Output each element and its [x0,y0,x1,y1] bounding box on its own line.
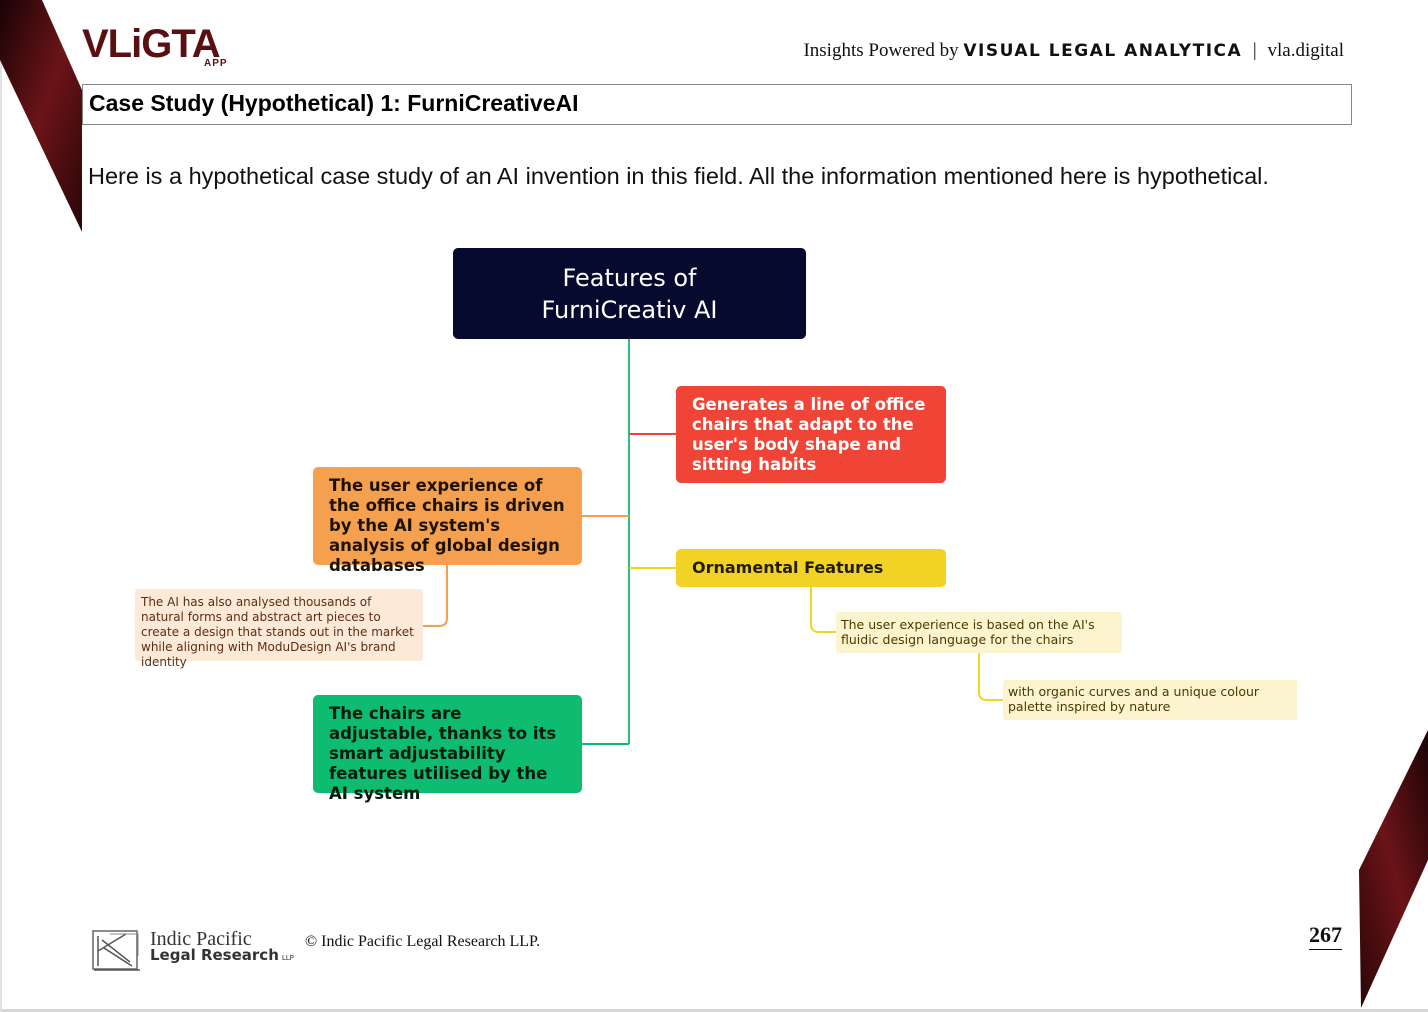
adaptive-chairs-node: Generates a line of office chairs that a… [676,386,946,483]
root-line-2: FurniCreativ AI [541,296,718,324]
user-experience-node: The user experience of the office chairs… [313,467,582,575]
ornamental-features-node: Ornamental Features [676,549,946,587]
intro-text: Here is a hypothetical case study of an … [88,163,1269,189]
section-title: Case Study (Hypothetical) 1: FurniCreati… [89,90,579,116]
logo-subtext: APP [204,58,228,69]
root-line-1: Features of [562,264,697,292]
organic-curves-node: with organic curves and a unique colour … [1003,680,1297,720]
copyright-text: © Indic Pacific Legal Research LLP. [305,933,541,950]
logo-line-1: Indic Pacific [150,928,252,950]
peach-connector [423,565,448,627]
logo-text: VLiGTA [82,22,221,66]
logo-line-2: Legal Research [150,946,279,964]
header-separator: | [1252,40,1257,61]
fluidic-design-node: The user experience is based on the AI's… [836,612,1122,653]
section-title-box: Case Study (Hypothetical) 1: FurniCreati… [82,84,1352,125]
adjustable-chairs-node: The chairs are adjustable, thanks to its… [313,695,582,803]
header-attribution: Insights Powered by VISUAL LEGAL ANALYTI… [803,40,1344,62]
insights-prefix: Insights Powered by [803,40,959,61]
brand-name: VISUAL LEGAL ANALYTICA [963,41,1243,61]
logo-suffix: LLP [281,954,294,962]
site-link[interactable]: vla.digital [1267,40,1344,61]
cream2-connector [978,653,1003,701]
vligta-logo: VLiGTA APP [82,22,232,70]
bottom-right-ribbon [1359,730,1428,1008]
indic-pacific-logo-icon [92,930,140,971]
natural-forms-node: The AI has also analysed thousands of na… [135,589,423,669]
top-left-ribbon [0,0,82,232]
root-node: Features of FurniCreativ AI [453,248,806,339]
cream1-connector [810,587,836,633]
page-number: 267 [1309,922,1342,950]
